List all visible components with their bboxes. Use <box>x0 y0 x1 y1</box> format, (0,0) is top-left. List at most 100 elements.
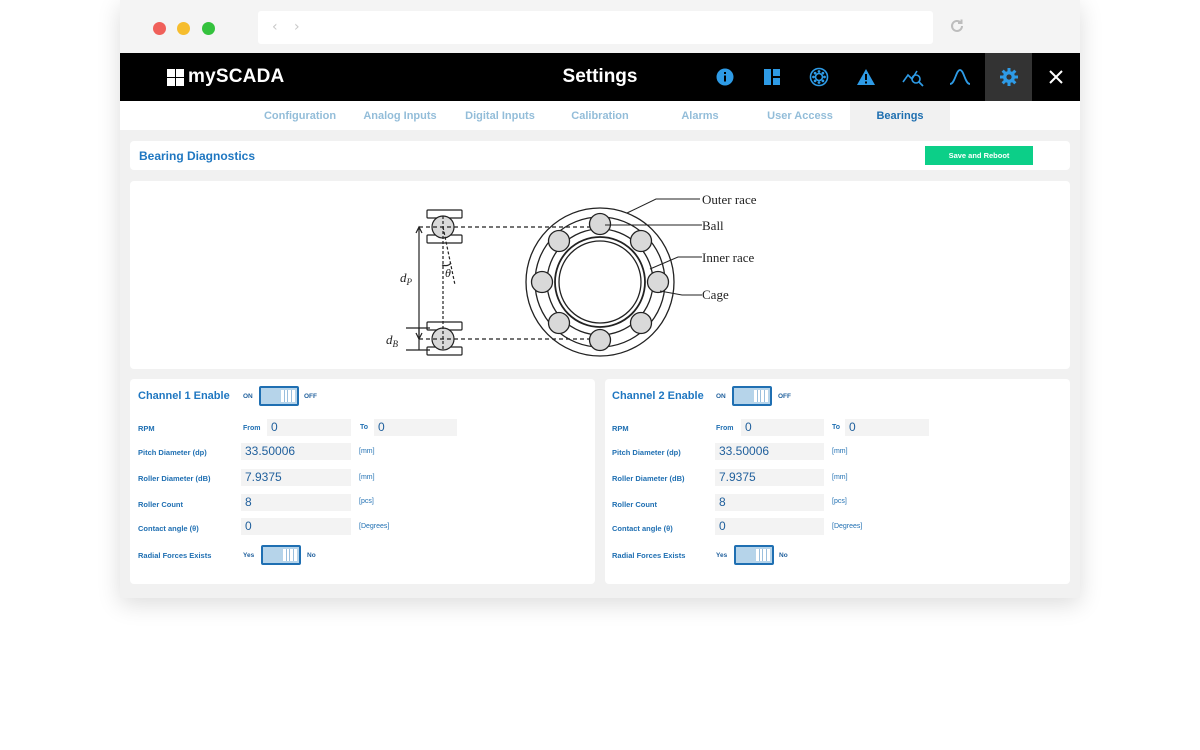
channel-2-count-unit: [pcs] <box>832 498 847 505</box>
close-icon <box>1048 70 1063 84</box>
back-forward-icon[interactable]: ‹ › <box>272 19 306 35</box>
dashboard-button[interactable] <box>748 53 795 101</box>
channel-1-panel: Channel 1 Enable ON OFF RPM From To Pitc… <box>130 379 595 584</box>
gear-icon <box>999 68 1018 86</box>
info-button[interactable] <box>701 53 748 101</box>
channel-1-radial-toggle[interactable] <box>261 545 301 565</box>
reload-icon[interactable] <box>948 17 966 35</box>
trend-search-icon <box>901 70 924 87</box>
bearing-button[interactable] <box>795 53 842 101</box>
save-and-reboot-button[interactable]: Save and Reboot <box>925 146 1033 165</box>
logo-text: mySCADA <box>188 66 285 87</box>
channel-2-to-label: To <box>832 424 841 431</box>
channel-1-angle-label: Contact angle (θ) <box>138 524 199 533</box>
channel-2-enable-toggle[interactable] <box>732 386 772 406</box>
tab-analog-inputs[interactable]: Analog Inputs <box>363 110 437 122</box>
minimize-window-button[interactable] <box>177 22 190 35</box>
channel-2-count-label: Roller Count <box>612 500 657 509</box>
diagram-cage-label: Cage <box>702 287 729 302</box>
channel-1-rpm-from-input[interactable] <box>267 419 351 436</box>
channel-2-panel: Channel 2 Enable ON OFF RPM From To Pitc… <box>605 379 1070 584</box>
channel-2-rpm-to-input[interactable] <box>845 419 929 436</box>
maximize-window-button[interactable] <box>202 22 215 35</box>
channel-2-from-label: From <box>716 425 734 432</box>
section-header: Bearing Diagnostics <box>130 141 1070 170</box>
channel-1-enable-toggle[interactable] <box>259 386 299 406</box>
dashboard-icon <box>763 69 780 85</box>
diagram-ball-label: Ball <box>702 218 724 233</box>
app-header: mySCADA Settings <box>120 53 1080 101</box>
alarms-button[interactable] <box>842 53 889 101</box>
channel-2-pitch-unit: [mm] <box>832 448 848 455</box>
channel-2-pitch-input[interactable] <box>715 443 824 460</box>
diagram-outer-race-label: Outer race <box>702 192 757 207</box>
channel-1-off-label: OFF <box>304 393 317 400</box>
diagram-dp-label: dP <box>400 270 413 287</box>
bearing-diagram: dP dB θ <box>386 192 757 357</box>
browser-chrome: ‹ › <box>120 0 1080 53</box>
section-title: Bearing Diagnostics <box>139 149 256 163</box>
channel-2-no-label: No <box>779 552 788 559</box>
channel-1-rpm-label: RPM <box>138 424 155 433</box>
myscada-logo: mySCADA <box>167 66 285 87</box>
channel-2-off-label: OFF <box>778 393 791 400</box>
tab-bearings[interactable]: Bearings <box>850 101 950 130</box>
channel-2-title: Channel 2 Enable <box>612 390 704 402</box>
diagram-inner-race-label: Inner race <box>702 250 755 265</box>
channel-2-yes-label: Yes <box>716 552 728 559</box>
waveform-button[interactable] <box>936 53 983 101</box>
channel-1-radial-label: Radial Forces Exists <box>138 551 212 560</box>
tab-alarms[interactable]: Alarms <box>681 110 719 122</box>
info-icon <box>716 68 733 86</box>
channel-1-roller-input[interactable] <box>241 469 351 486</box>
channel-1-rpm-to-input[interactable] <box>374 419 457 436</box>
tab-digital-inputs[interactable]: Digital Inputs <box>465 110 535 122</box>
channel-2-rpm-label: RPM <box>612 424 629 433</box>
channel-1-title: Channel 1 Enable <box>138 390 230 402</box>
tab-configuration[interactable]: Configuration <box>263 110 337 122</box>
diagram-db-label: dB <box>386 332 399 349</box>
channel-2-angle-label: Contact angle (θ) <box>612 524 673 533</box>
channel-1-count-label: Roller Count <box>138 500 183 509</box>
channel-2-on-label: ON <box>716 393 726 400</box>
channel-1-yes-label: Yes <box>243 552 255 559</box>
settings-button[interactable] <box>985 53 1032 101</box>
page-title: Settings <box>562 66 638 87</box>
channel-1-on-label: ON <box>243 393 253 400</box>
channel-2-roller-unit: [mm] <box>832 474 848 481</box>
channel-1-to-label: To <box>360 424 369 431</box>
browser-window: ‹ › mySCADA Settings <box>120 0 1080 598</box>
channel-1-angle-input[interactable] <box>241 518 351 535</box>
close-window-button[interactable] <box>153 22 166 35</box>
waveform-icon <box>949 69 970 85</box>
channel-1-no-label: No <box>307 552 316 559</box>
close-button[interactable] <box>1032 53 1079 101</box>
channel-2-rpm-from-input[interactable] <box>741 419 824 436</box>
channel-1-roller-label: Roller Diameter (dB) <box>138 474 211 483</box>
tab-user-access[interactable]: User Access <box>767 110 833 122</box>
trends-button[interactable] <box>889 53 936 101</box>
bearing-side-view <box>406 209 608 356</box>
channel-1-pitch-label: Pitch Diameter (dp) <box>138 448 207 457</box>
channel-2-roller-input[interactable] <box>715 469 824 486</box>
channel-1-roller-unit: [mm] <box>359 474 375 481</box>
bearing-icon <box>809 67 828 87</box>
settings-tabs: Configuration Analog Inputs Digital Inpu… <box>120 101 1080 130</box>
alarm-warning-icon <box>856 69 875 85</box>
channel-1-from-label: From <box>243 425 261 432</box>
bearing-front-view <box>525 207 675 357</box>
channel-1-pitch-input[interactable] <box>241 443 351 460</box>
channel-1-count-unit: [pcs] <box>359 498 374 505</box>
logo-grid-icon <box>167 68 184 86</box>
channel-2-angle-input[interactable] <box>715 518 824 535</box>
channel-2-radial-toggle[interactable] <box>734 545 774 565</box>
channel-2-count-input[interactable] <box>715 494 824 511</box>
channel-1-count-input[interactable] <box>241 494 351 511</box>
channel-1-angle-unit: [Degrees] <box>359 523 390 530</box>
channel-2-pitch-label: Pitch Diameter (dp) <box>612 448 681 457</box>
diagram-leader-lines <box>605 198 702 296</box>
tab-calibration[interactable]: Calibration <box>571 110 629 122</box>
address-bar[interactable]: ‹ › <box>258 11 933 44</box>
channel-2-radial-label: Radial Forces Exists <box>612 551 686 560</box>
diagram-theta-label: θ <box>445 266 451 280</box>
